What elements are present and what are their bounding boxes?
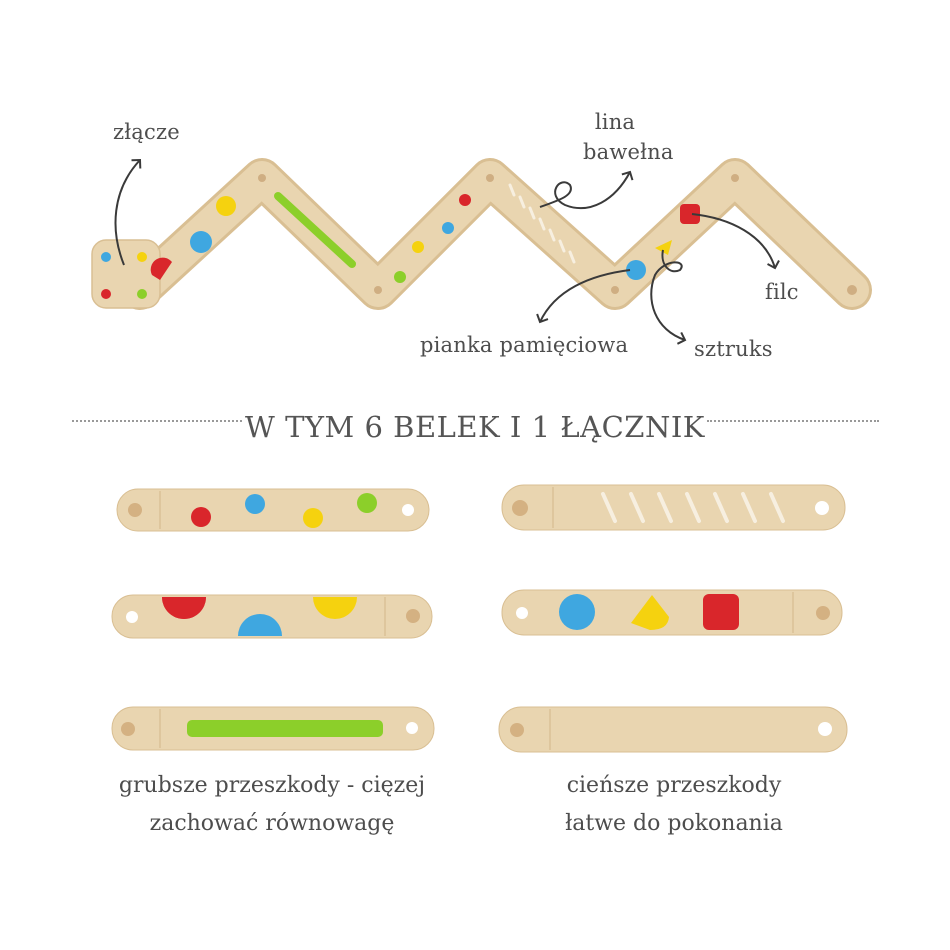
zigzag-beam-small-pegs [394,194,471,283]
beam-textures [501,589,843,636]
annotation-arrows [114,158,780,345]
corduroy-triangle [631,595,669,630]
caption-right-line2: łatwe do pokonania [565,811,783,836]
beam-small-pegs [116,488,430,532]
beam-half-discs [111,594,433,639]
beam-green-bar [111,706,435,751]
caption-right-line1: cieńsze przeszkody [566,773,782,798]
beam-plain [498,706,848,753]
zigzag-beam-green-bar [274,192,356,268]
arrow-connector [114,158,142,266]
label-connector: złącze [113,120,180,144]
felt-square [703,594,739,630]
label-felt: filc [765,280,799,304]
divider-right [707,420,879,422]
joint-holes [258,174,857,295]
arrow-felt [691,213,780,270]
label-corduroy: sztruks [694,337,773,361]
caption-left: grubsze przeszkody - cięzej zachować rów… [72,767,472,843]
arrow-memory-foam [536,269,631,324]
arrow-rope [539,170,634,210]
zigzag-beam-textures [626,204,700,280]
divider-left [72,420,242,422]
zigzag-beam-rope-loops [508,183,576,264]
caption-right: cieńsze przeszkody łatwe do pokonania [474,767,874,843]
arrow-corduroy [650,249,687,345]
label-rope-line2: bawełna [583,140,674,164]
zigzag-assembly [120,158,872,310]
label-memory-foam: pianka pamięciowa [420,333,629,357]
connector-piece [91,239,161,309]
caption-left-line2: zachować równowagę [149,811,395,836]
section-heading: W TYM 6 BELEK I 1 ŁĄCZNIK [245,410,705,444]
caption-left-line1: grubsze przeszkody - cięzej [118,773,426,798]
zigzag-beam-half-discs [150,196,236,280]
label-rope-line1: lina [594,110,636,134]
memory-foam-circle [559,594,595,630]
beam-rope-loops [501,484,846,531]
